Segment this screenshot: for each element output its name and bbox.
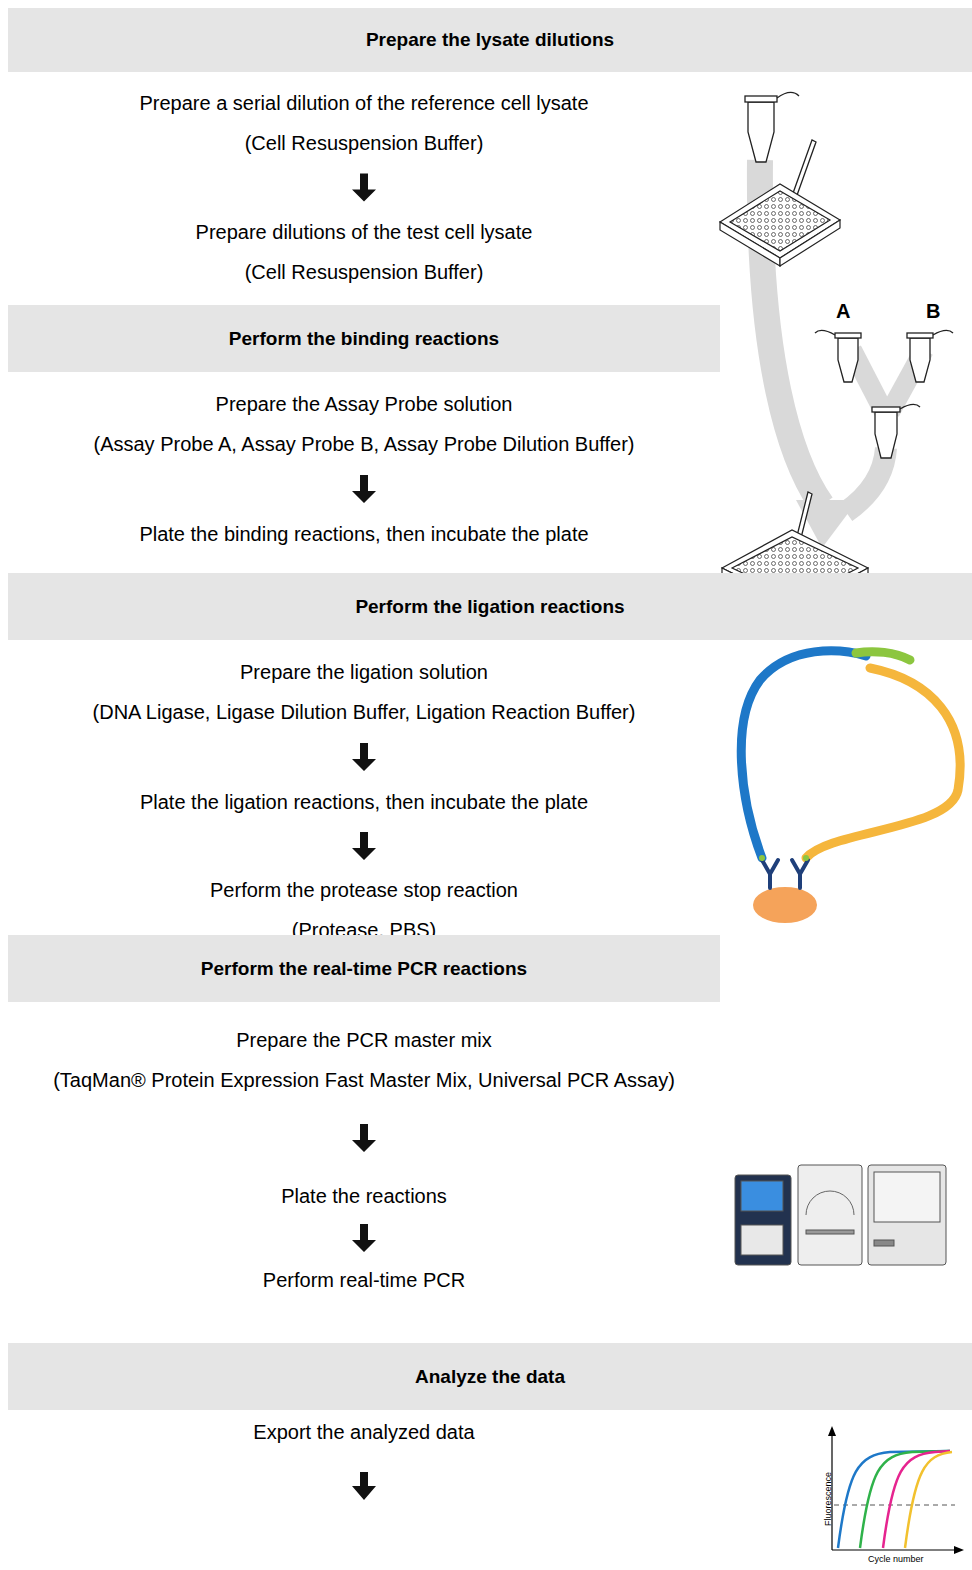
- flow-arrow: [352, 1472, 376, 1500]
- section-band: Perform the ligation reactions: [8, 573, 972, 640]
- step-text: Plate the binding reactions, then incuba…: [8, 521, 720, 547]
- section-title: Perform the real-time PCR reactions: [201, 958, 527, 980]
- section-title: Prepare the lysate dilutions: [366, 29, 614, 51]
- step-title: Export the analyzed data: [8, 1419, 720, 1445]
- flow-arrow: [352, 1124, 376, 1152]
- pipette: [792, 140, 816, 198]
- step-reagents: (TaqMan® Protein Expression Fast Master …: [20, 1067, 708, 1093]
- tube-label: B: [926, 300, 940, 323]
- tube: [815, 330, 861, 382]
- axis-label: Cycle number: [868, 1554, 924, 1564]
- step-text: Plate the reactions: [8, 1183, 720, 1209]
- step-reagents: (Cell Resuspension Buffer): [8, 130, 720, 156]
- flow-arrow: [352, 743, 376, 771]
- tube: [872, 404, 920, 458]
- step-text: Plate the ligation reactions, then incub…: [8, 789, 720, 815]
- step-title: Plate the reactions: [8, 1183, 720, 1209]
- step-title: Prepare the Assay Probe solution: [8, 391, 720, 417]
- step-title: Prepare the ligation solution: [8, 659, 720, 685]
- flow-arrow: [352, 832, 376, 860]
- ligation-illustration: [741, 651, 960, 923]
- step-text: Prepare the Assay Probe solution (Assay P…: [8, 391, 720, 457]
- tube: [907, 330, 953, 382]
- step-reagents: (Cell Resuspension Buffer): [8, 259, 720, 285]
- plate: [720, 184, 840, 266]
- step-title: Plate the ligation reactions, then incub…: [8, 789, 720, 815]
- step-title: Prepare the PCR master mix: [20, 1027, 708, 1053]
- section-title: Perform the binding reactions: [229, 328, 499, 350]
- flow-arrow: [352, 1224, 376, 1252]
- flow-arrow: [352, 174, 376, 202]
- step-reagents: (Assay Probe A, Assay Probe B, Assay Pro…: [8, 431, 720, 457]
- step-text: Prepare the PCR master mix (TaqMan® Prote…: [20, 1027, 708, 1093]
- step-text: Prepare dilutions of the test cell lysat…: [8, 219, 720, 285]
- step-text: Perform real-time PCR: [8, 1267, 720, 1293]
- section-band: Analyze the data: [8, 1343, 972, 1410]
- step-text: Perform the protease stop reaction(Prote…: [8, 877, 720, 943]
- step-title: Prepare a serial dilution of the referen…: [8, 90, 720, 116]
- step-reagents: (DNA Ligase, Ligase Dilution Buffer, Lig…: [8, 699, 720, 725]
- step-text: Export the analyzed data: [8, 1419, 720, 1445]
- tube: [745, 92, 799, 162]
- section-title: Analyze the data: [415, 1366, 565, 1388]
- step-title: Prepare dilutions of the test cell lysat…: [8, 219, 720, 245]
- step-title: Plate the binding reactions, then incuba…: [8, 521, 720, 547]
- step-title: Perform real-time PCR: [8, 1267, 720, 1293]
- section-band: Prepare the lysate dilutions: [8, 8, 972, 72]
- step-text: Prepare a serial dilution of the referen…: [8, 90, 720, 156]
- flow-arrow: [352, 475, 376, 503]
- step-title: Perform the protease stop reaction: [8, 877, 720, 903]
- step-text: Prepare the ligation solution (DNA Ligase…: [8, 659, 720, 725]
- section-title: Perform the ligation reactions: [355, 596, 624, 618]
- section-band: Perform the real-time PCR reactions: [8, 935, 720, 1002]
- axis-label: Fluorescence: [823, 1472, 833, 1526]
- pcr-instruments: [735, 1165, 946, 1265]
- amplification-plot: [828, 1426, 964, 1554]
- tube-label: A: [836, 300, 850, 323]
- section-band: Perform the binding reactions: [8, 305, 720, 372]
